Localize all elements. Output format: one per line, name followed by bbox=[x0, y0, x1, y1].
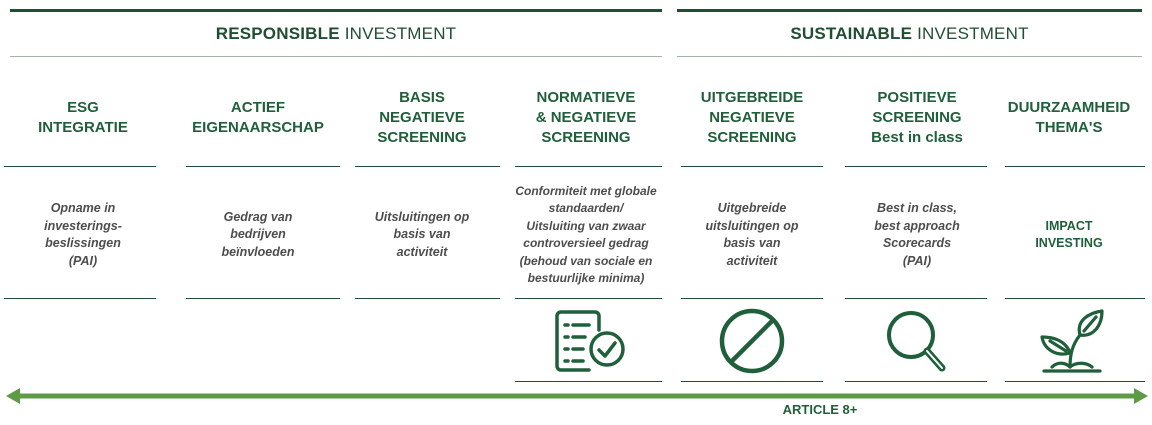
column-divider bbox=[515, 166, 662, 167]
column-divider bbox=[1005, 381, 1145, 382]
column-divider bbox=[681, 298, 823, 299]
column-divider bbox=[515, 381, 662, 382]
column-divider bbox=[186, 298, 340, 299]
sustainable-investment-title: SUSTAINABLE INVESTMENT bbox=[790, 24, 1029, 43]
column-divider bbox=[845, 381, 987, 382]
checklist-icon bbox=[512, 305, 670, 377]
column-divider bbox=[845, 298, 987, 299]
article-8-arrow bbox=[6, 387, 1148, 405]
magnifier-icon bbox=[838, 305, 996, 377]
column-divider bbox=[4, 298, 156, 299]
column-divider bbox=[1005, 298, 1145, 299]
plant-icon bbox=[993, 305, 1151, 377]
column-divider bbox=[681, 166, 823, 167]
responsible-separator bbox=[10, 56, 662, 57]
sustainable-separator bbox=[677, 56, 1142, 57]
responsible-top-rule bbox=[10, 9, 662, 12]
column-divider bbox=[355, 166, 500, 167]
article-8-label: ARTICLE 8+ bbox=[782, 402, 858, 417]
column-divider bbox=[355, 298, 500, 299]
responsible-investment-title: RESPONSIBLE INVESTMENT bbox=[215, 24, 457, 43]
column-divider bbox=[845, 166, 987, 167]
column-divider bbox=[1005, 166, 1145, 167]
column-divider bbox=[681, 381, 823, 382]
sustainable-top-rule bbox=[677, 9, 1142, 12]
prohibited-icon bbox=[673, 305, 831, 377]
column-divider bbox=[186, 166, 340, 167]
column-divider bbox=[515, 298, 662, 299]
column-divider bbox=[4, 166, 156, 167]
